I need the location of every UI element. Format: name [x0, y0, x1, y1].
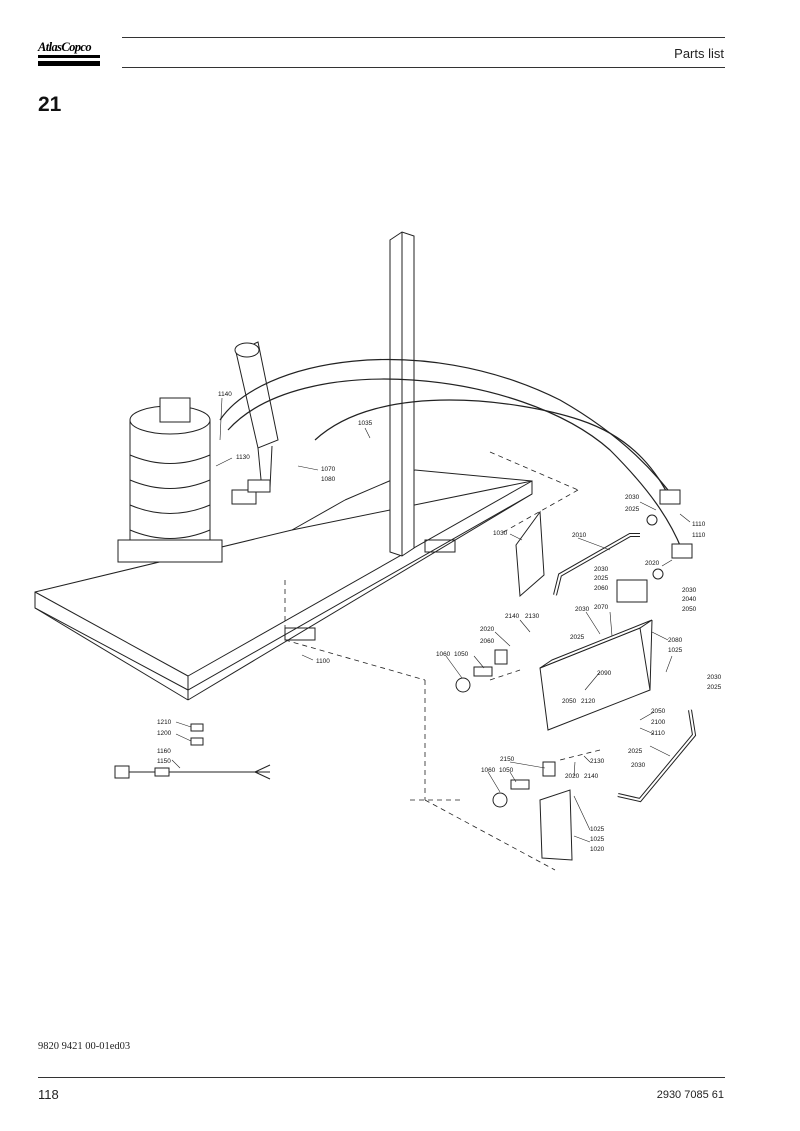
- document-code: 9820 9421 00-01ed03: [38, 1041, 131, 1052]
- part-label: 2020: [480, 626, 495, 633]
- header-title: Parts list: [674, 46, 724, 61]
- part-label: 2060: [480, 638, 495, 645]
- part-label: 1160: [157, 748, 171, 755]
- part-label: 2040: [682, 596, 697, 603]
- part-label: 2130: [525, 613, 540, 620]
- part-label: 1080: [321, 476, 336, 483]
- part-label: 2030: [594, 566, 609, 573]
- part-label: 2010: [572, 532, 587, 539]
- part-label: 1110: [692, 532, 706, 539]
- part-label: 1100: [316, 658, 330, 665]
- part-label: 2025: [594, 575, 609, 582]
- part-label: 2030: [631, 762, 646, 769]
- part-label: 1130: [236, 454, 250, 461]
- part-label: 2020: [565, 773, 580, 780]
- logo-bar: [38, 55, 100, 58]
- header-rule-bottom: [122, 67, 725, 68]
- part-number: 2930 7085 61: [656, 1089, 724, 1101]
- page-number: 118: [38, 1087, 59, 1102]
- part-label: 2080: [668, 637, 683, 644]
- part-label: 2030: [575, 606, 590, 613]
- part-label: 2025: [625, 506, 640, 513]
- part-label: 1060: [481, 767, 496, 774]
- part-label: 2110: [651, 730, 665, 737]
- part-label: 2120: [581, 698, 596, 705]
- part-label: 1025: [590, 826, 605, 833]
- side-panel: [515, 510, 545, 598]
- part-label: 2150: [500, 756, 515, 763]
- part-label: 2050: [682, 606, 697, 613]
- cylinder-arm: [235, 341, 279, 449]
- part-label: 2100: [651, 719, 666, 726]
- part-label: 2050: [651, 708, 666, 715]
- part-label: 2140: [584, 773, 599, 780]
- part-label: 1025: [668, 647, 683, 654]
- footer-rule: [38, 1077, 725, 1078]
- part-label: 2050: [562, 698, 577, 705]
- part-label: 1070: [321, 466, 336, 473]
- part-label: 2070: [594, 604, 609, 611]
- part-label: 1020: [590, 846, 605, 853]
- part-label: 2060: [594, 585, 609, 592]
- part-label: 2025: [628, 748, 643, 755]
- logo-bar: [38, 61, 100, 66]
- lower-panel: [539, 789, 573, 861]
- part-label: 2025: [570, 634, 585, 641]
- part-label: 1035: [358, 420, 373, 427]
- part-label: 1025: [590, 836, 605, 843]
- base-frame-top: [34, 480, 533, 691]
- part-label: 1050: [499, 767, 514, 774]
- header-rule-top: [122, 37, 725, 38]
- part-label: 2130: [590, 758, 605, 765]
- part-label: 1200: [157, 730, 172, 737]
- part-label: 1060: [436, 651, 451, 658]
- part-label: 2030: [625, 494, 640, 501]
- atlas-copco-logo: AtlasCopco: [38, 38, 100, 68]
- part-label: 1110: [692, 521, 706, 528]
- part-label: 1150: [157, 758, 171, 765]
- tank-body: [129, 419, 211, 551]
- part-label: 1140: [218, 391, 232, 398]
- part-label: 2030: [682, 587, 697, 594]
- part-label: 2090: [597, 670, 612, 677]
- part-label: 1030: [493, 530, 508, 537]
- part-label: 2030: [707, 674, 722, 681]
- section-number: 21: [38, 93, 62, 116]
- part-label: 1050: [454, 651, 469, 658]
- part-label: 2140: [505, 613, 520, 620]
- part-label: 2025: [707, 684, 722, 691]
- part-label: 1210: [157, 719, 172, 726]
- logo-text: AtlasCopco: [38, 40, 92, 54]
- part-label: 2020: [645, 560, 660, 567]
